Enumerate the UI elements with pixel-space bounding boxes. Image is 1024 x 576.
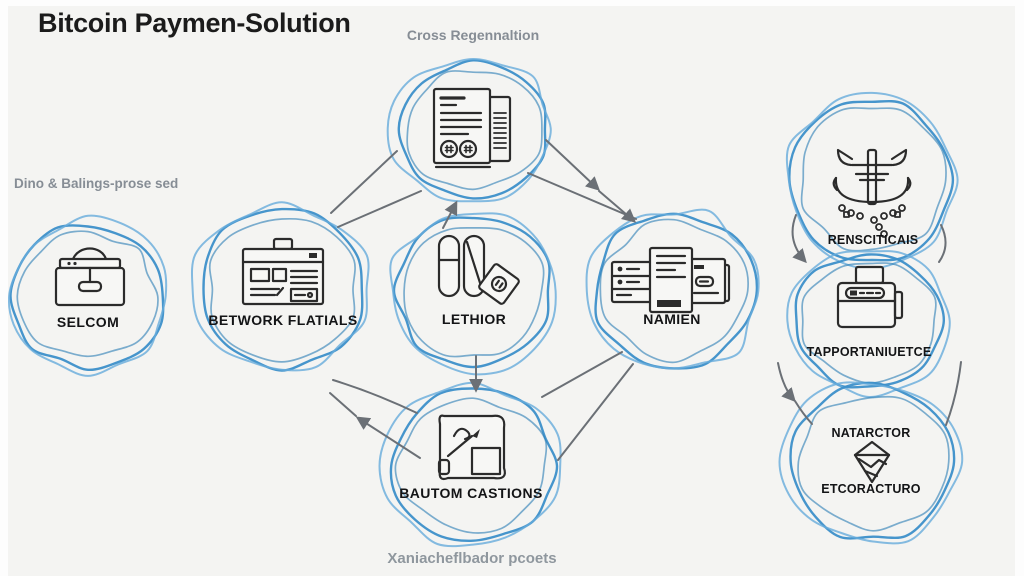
page-title: Bitcoin Paymen-Solution [38, 8, 351, 38]
node-lethior-blob [389, 212, 557, 376]
node-natarctor-label-bottom: ETCORACTURO [821, 482, 921, 496]
browser-window-icon [241, 237, 325, 306]
arrow-rens-to-tapp-right [938, 224, 947, 263]
diamond-icon [853, 440, 891, 484]
arrow-namien-to-bautom-1 [541, 351, 623, 398]
arrow-bautom-to-betwork-2 [329, 392, 357, 417]
arrow-crossdoc-to-namien-3 [527, 172, 637, 220]
node-tapportaniuetce-blob [786, 250, 951, 399]
arrow-namien-to-bautom-2 [557, 363, 634, 461]
arrow-betwork-to-bautom-curve [332, 379, 418, 414]
annotation-top-center: Cross Regennaltion [406, 27, 540, 43]
page-edge-right [1015, 0, 1024, 576]
node-lethior-label: LETHIOR [441, 311, 507, 327]
node-renscitricais-label: RENSCITICAIS [827, 233, 919, 247]
arrow-betwork-to-crossdoc-2 [337, 190, 422, 228]
arrow-tapp-to-nat-left-1 [777, 362, 796, 403]
node-namien-blob [585, 208, 760, 370]
annotation-bottom-center: Xaniacheflbador pcoets [387, 550, 557, 567]
node-betwork-label: BETWORK FLATIALS [208, 312, 358, 328]
node-bautom-blob [378, 381, 562, 548]
arrow-tapp-to-nat-left-2 [794, 400, 813, 425]
arrow-crossdoc-to-namien-1 [545, 139, 601, 191]
arrow-lethior-up [442, 200, 458, 229]
node-selcom-label: SELCOM [56, 314, 120, 330]
arrow-betwork-to-crossdoc-1 [330, 150, 398, 214]
battery-price-tag-icon [437, 234, 520, 305]
printer-icon [836, 265, 904, 329]
node-renscitricais-blob [785, 91, 959, 270]
node-betwork-blob [190, 201, 370, 372]
arrow-tapp-to-nat-right [945, 361, 962, 426]
cash-register-icon [54, 247, 126, 307]
clipboard-pen-icon [437, 414, 506, 481]
node-cross-doc-blob [386, 57, 552, 203]
node-bautom-label: BAUTOM CASTIONS [399, 485, 543, 501]
node-tapportaniuetce-label: TAPPORTANIUETCE [806, 345, 932, 359]
node-natarctor-blob [778, 381, 964, 545]
node-namien-label: NAMIEN [643, 311, 701, 327]
invoice-document-icon [432, 87, 512, 169]
page-edge-left [0, 0, 8, 576]
node-selcom-blob [7, 214, 168, 377]
arrow-rens-to-tapp-left [791, 214, 807, 264]
node-natarctor-label-top: NATARCTOR [831, 426, 911, 440]
server-rack-icon [610, 246, 731, 314]
anchor-press-icon [832, 148, 912, 238]
arrow-bautom-to-betwork-1 [355, 416, 421, 459]
page-edge-top [0, 0, 1024, 6]
annotation-mid-left: Dino & Balings-prose sed [14, 176, 179, 191]
